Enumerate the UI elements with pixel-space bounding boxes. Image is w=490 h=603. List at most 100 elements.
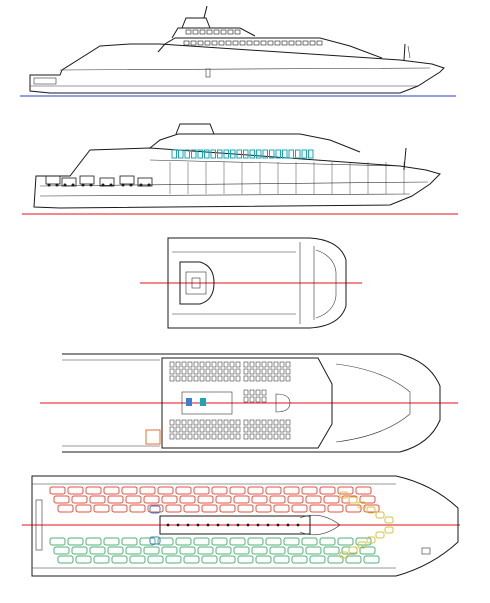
- stanchion: [296, 523, 300, 527]
- seat: [181, 375, 187, 382]
- stanchion: [246, 523, 250, 527]
- section-hull-outline: [33, 147, 441, 209]
- seat: [267, 426, 273, 433]
- glazing-panel: [301, 149, 307, 159]
- seat: [175, 375, 181, 382]
- vehicle: [215, 546, 232, 555]
- vehicle: [305, 495, 322, 504]
- seat: [249, 426, 255, 433]
- seat: [267, 375, 273, 382]
- vehicle: [49, 537, 66, 546]
- seat: [285, 433, 291, 440]
- window: [197, 40, 204, 46]
- seat: [255, 368, 261, 375]
- vehicle: [355, 537, 372, 546]
- seat: [193, 433, 199, 440]
- glazing-panel: [217, 149, 223, 159]
- seat: [175, 361, 181, 368]
- lifeboat-rack: [145, 429, 161, 445]
- seat: [181, 368, 187, 375]
- upper-window: [234, 29, 241, 35]
- seat: [243, 389, 249, 396]
- vehicle: [327, 555, 344, 564]
- vehicle-turning: [339, 491, 349, 499]
- seat: [267, 368, 273, 375]
- wheel: [129, 183, 133, 187]
- wheelhouse-plan: [179, 261, 215, 305]
- vehicle: [103, 537, 120, 546]
- vehicle-turning: [339, 551, 349, 559]
- section-wheelhouse: [175, 123, 215, 135]
- seat: [229, 426, 235, 433]
- seat: [175, 433, 181, 440]
- vehicle-profile: [45, 175, 61, 185]
- vehicle: [85, 486, 102, 495]
- seat: [223, 375, 229, 382]
- seat: [229, 375, 235, 382]
- stern-ramp: [33, 77, 57, 85]
- seat: [273, 361, 279, 368]
- stairway-marker: [186, 398, 192, 406]
- vehicle: [179, 546, 196, 555]
- seat: [199, 375, 205, 382]
- vehicle: [211, 537, 228, 546]
- vehicle-profile: [61, 177, 77, 187]
- seat: [273, 419, 279, 426]
- vehicle: [287, 546, 304, 555]
- bow-curve: [315, 249, 337, 319]
- vehicle-turning: [357, 501, 367, 509]
- vehicle: [319, 537, 336, 546]
- vehicle: [183, 504, 200, 513]
- hull-door: [205, 68, 211, 78]
- vehicle: [183, 555, 200, 564]
- seat: [285, 361, 291, 368]
- vehicle-turning: [366, 536, 376, 544]
- vehicle: [247, 486, 264, 495]
- glazing-panel: [210, 149, 216, 159]
- vehicle-turning: [348, 496, 358, 504]
- seat: [249, 375, 255, 382]
- seat: [285, 375, 291, 382]
- glazing-panel: [236, 149, 242, 159]
- seat: [199, 426, 205, 433]
- wheel: [139, 183, 143, 187]
- stanchion: [166, 523, 170, 527]
- seat: [217, 361, 223, 368]
- vehicle: [337, 537, 354, 546]
- vehicle: [143, 495, 160, 504]
- seat: [261, 368, 267, 375]
- seat: [229, 368, 235, 375]
- vehicle: [291, 504, 308, 513]
- glazing-panel: [197, 149, 203, 159]
- seat: [279, 375, 285, 382]
- vehicle: [309, 555, 326, 564]
- stern-door: [35, 499, 43, 551]
- wheel: [47, 183, 51, 187]
- seat: [249, 361, 255, 368]
- vehicle: [301, 486, 318, 495]
- seat: [235, 375, 241, 382]
- vehicle: [301, 537, 318, 546]
- vehicle: [93, 504, 110, 513]
- vehicle: [219, 504, 236, 513]
- seat: [267, 361, 273, 368]
- seat: [285, 426, 291, 433]
- seat: [169, 419, 175, 426]
- seat: [229, 419, 235, 426]
- vehicle: [53, 495, 70, 504]
- seat: [243, 419, 249, 426]
- vehicle: [363, 555, 380, 564]
- tank-top-line: [39, 193, 411, 197]
- vehicle: [237, 504, 254, 513]
- seat: [205, 426, 211, 433]
- vehicle-turning: [384, 516, 394, 524]
- upper-window: [220, 29, 227, 35]
- vehicle: [157, 537, 174, 546]
- seat: [279, 368, 285, 375]
- seat: [193, 426, 199, 433]
- wheelhouse-outline: [181, 17, 211, 29]
- glazing-panel: [243, 149, 249, 159]
- wheel: [63, 183, 67, 187]
- vehicle-marked: [149, 536, 161, 545]
- seat: [243, 361, 249, 368]
